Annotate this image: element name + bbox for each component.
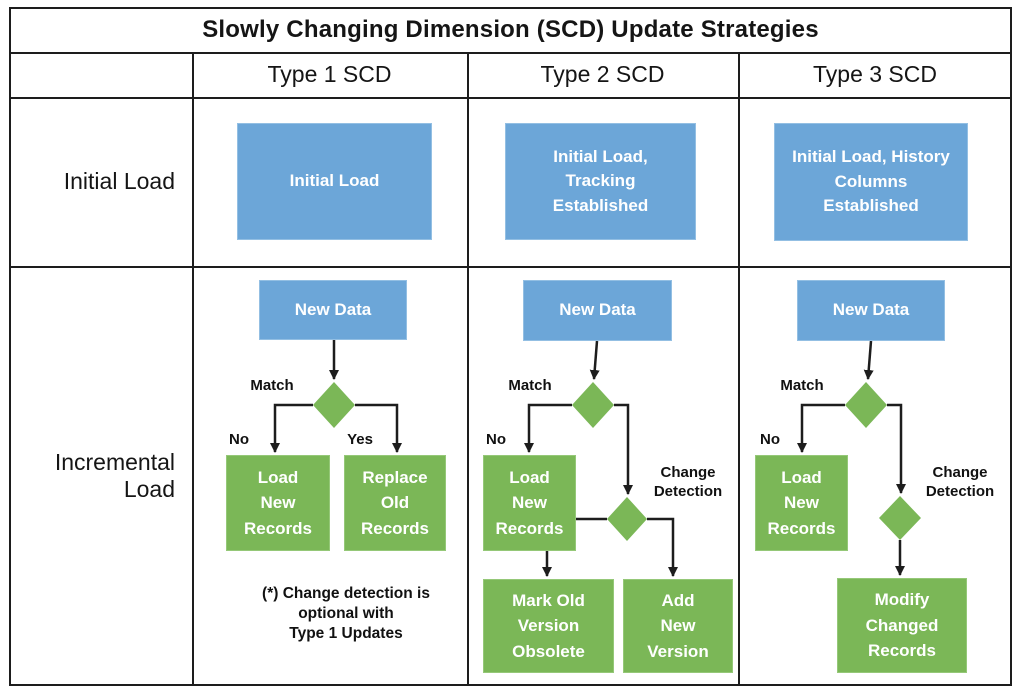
grid-line-header-bottom <box>9 97 1012 99</box>
type1-load-new-records-box: Load New Records <box>226 455 330 551</box>
table-outer-border <box>9 7 1012 686</box>
column-header-type2: Type 2 SCD <box>540 61 665 87</box>
grid-line-col-type1-2 <box>467 52 469 686</box>
type1-no-label: No <box>229 431 249 448</box>
grid-line-col-type2-3 <box>738 52 740 686</box>
type1-initial-load-box: Initial Load <box>237 123 432 240</box>
type1-yes-label: Yes <box>347 431 373 448</box>
type2-initial-load-box: Initial Load, Tracking Established <box>505 123 696 240</box>
row-label-incremental-load: Incremental Load <box>54 448 175 502</box>
type3-load-new-records-box: Load New Records <box>755 455 848 551</box>
column-header-type1: Type 1 SCD <box>267 61 392 87</box>
type3-new-data-box: New Data <box>797 280 945 341</box>
type2-mark-old-version-obsolete-box: Mark Old Version Obsolete <box>483 579 614 673</box>
diagram-title: Slowly Changing Dimension (SCD) Update S… <box>202 15 819 43</box>
type3-initial-load-box: Initial Load, History Columns Establishe… <box>774 123 968 241</box>
column-header-type3: Type 3 SCD <box>813 61 937 87</box>
type2-load-new-records-box: Load New Records <box>483 455 576 551</box>
type2-match-label: Match <box>508 377 552 394</box>
grid-line-col-labels <box>192 52 194 686</box>
type2-add-new-version-box: Add New Version <box>623 579 733 673</box>
type2-change-detection-label: Change Detection <box>653 464 723 500</box>
grid-line-row-divider <box>9 266 1012 268</box>
type1-replace-old-records-box: Replace Old Records <box>344 455 446 551</box>
type2-new-data-box: New Data <box>523 280 672 341</box>
grid-line-title-bottom <box>9 52 1012 54</box>
type1-match-label: Match <box>250 377 294 394</box>
row-label-initial-load: Initial Load <box>63 167 175 194</box>
type3-change-detection-label: Change Detection <box>925 464 995 500</box>
type3-modify-changed-records-box: Modify Changed Records <box>837 578 967 673</box>
type2-no-label: No <box>486 431 506 448</box>
type1-new-data-box: New Data <box>259 280 407 340</box>
type3-match-label: Match <box>780 377 824 394</box>
type3-no-label: No <box>760 431 780 448</box>
type1-change-detection-note: (*) Change detection is optional with Ty… <box>262 585 430 642</box>
